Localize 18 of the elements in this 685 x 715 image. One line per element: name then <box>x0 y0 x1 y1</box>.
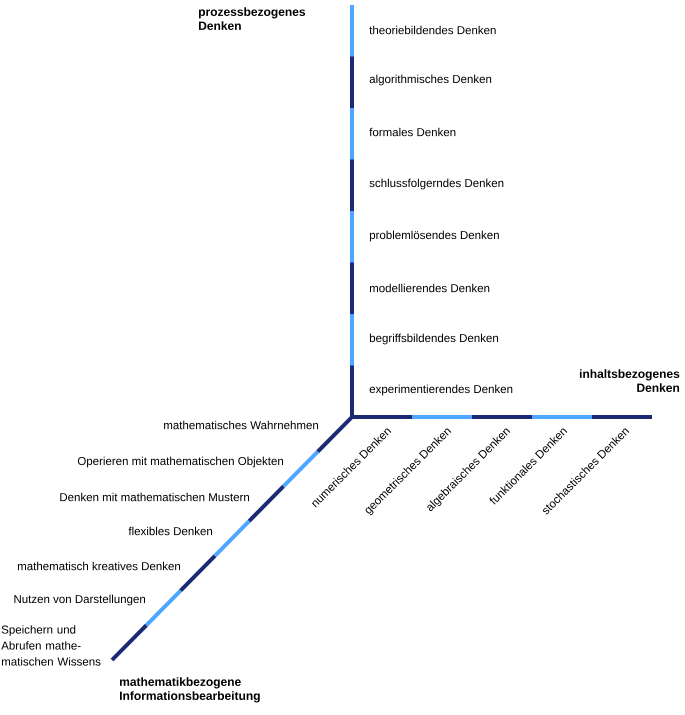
axis-item-label: mathematisches Wahrnehmen <box>164 420 318 430</box>
axis-item-label: mathematisch kreatives Denken <box>18 562 180 570</box>
axis-title: inhaltsbezogenes Denken <box>580 369 680 392</box>
axis-item-label: Operieren mit mathematischen Objekten <box>78 456 284 468</box>
axis-item-label: modellierendes Denken <box>370 284 490 292</box>
axis-item-label: flexibles Denken <box>128 526 212 536</box>
axis-item-label: Speichern und Abrufen mathe-matischen Wissens <box>1 625 100 666</box>
axis-item-label: algorithmisches Denken <box>370 74 492 86</box>
axis-item-label: schlussfolgerndes Denken <box>370 178 504 190</box>
axis-item-label: formales Denken <box>369 128 456 136</box>
axis-item-label: Denken mit mathematischen Mustern <box>60 492 250 502</box>
axis-title: mathematikbezogene Informationsbearbeitung <box>120 677 260 702</box>
axis-item-label: theoriebildendes Denken <box>369 26 496 34</box>
axis-item-label: experimentierendes Denken <box>370 384 512 396</box>
axis-item-label: begriffsbildendes Denken <box>370 334 498 344</box>
axis-title: prozessbezogenes Denken <box>198 7 306 30</box>
axis-item-label: Nutzen von Darstellungen <box>14 594 146 606</box>
axis-item-label: problemlösendes Denken <box>370 230 499 242</box>
